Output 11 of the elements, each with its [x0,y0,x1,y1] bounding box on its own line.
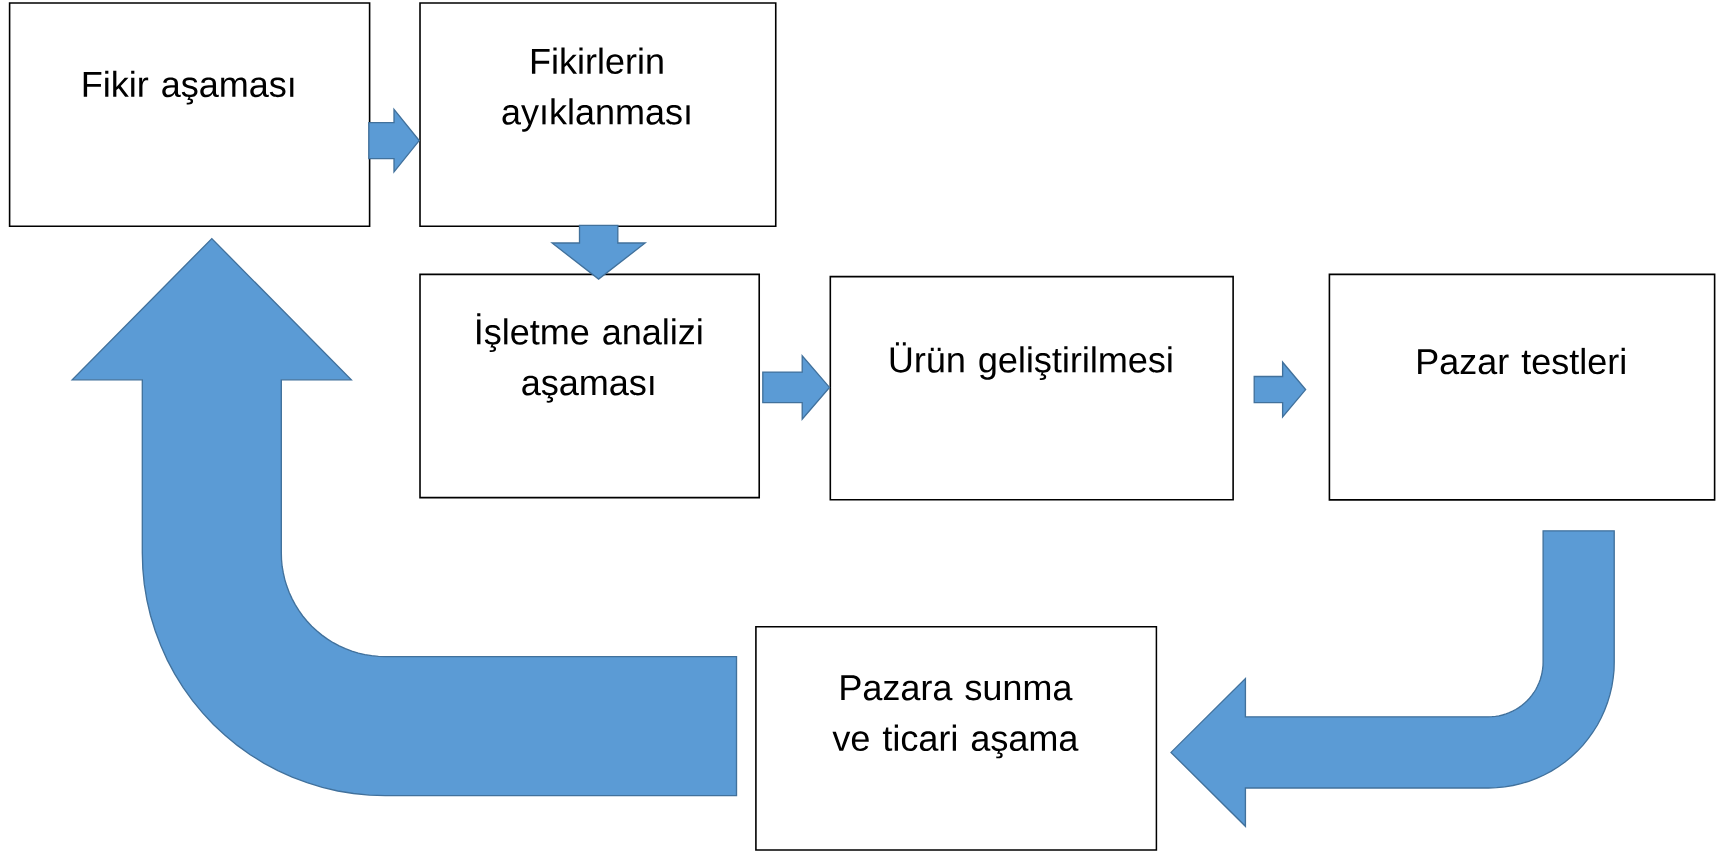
process-box: Fikir aşaması [8,2,371,227]
block-arrow [550,224,648,280]
process-box: Ürün geliştirilmesi [829,275,1234,501]
block-arrow [368,107,421,174]
process-box: Pazar testleri [1328,273,1716,501]
block-arrow [1253,360,1307,419]
block-arrow [762,353,831,421]
process-box: Pazara sunma ve ticari aşama [755,626,1158,851]
process-box: Fikirlerin ayıklanması [419,2,777,227]
process-box: İşletme analizi aşaması [419,273,760,499]
curved-arrow [1170,530,1615,828]
